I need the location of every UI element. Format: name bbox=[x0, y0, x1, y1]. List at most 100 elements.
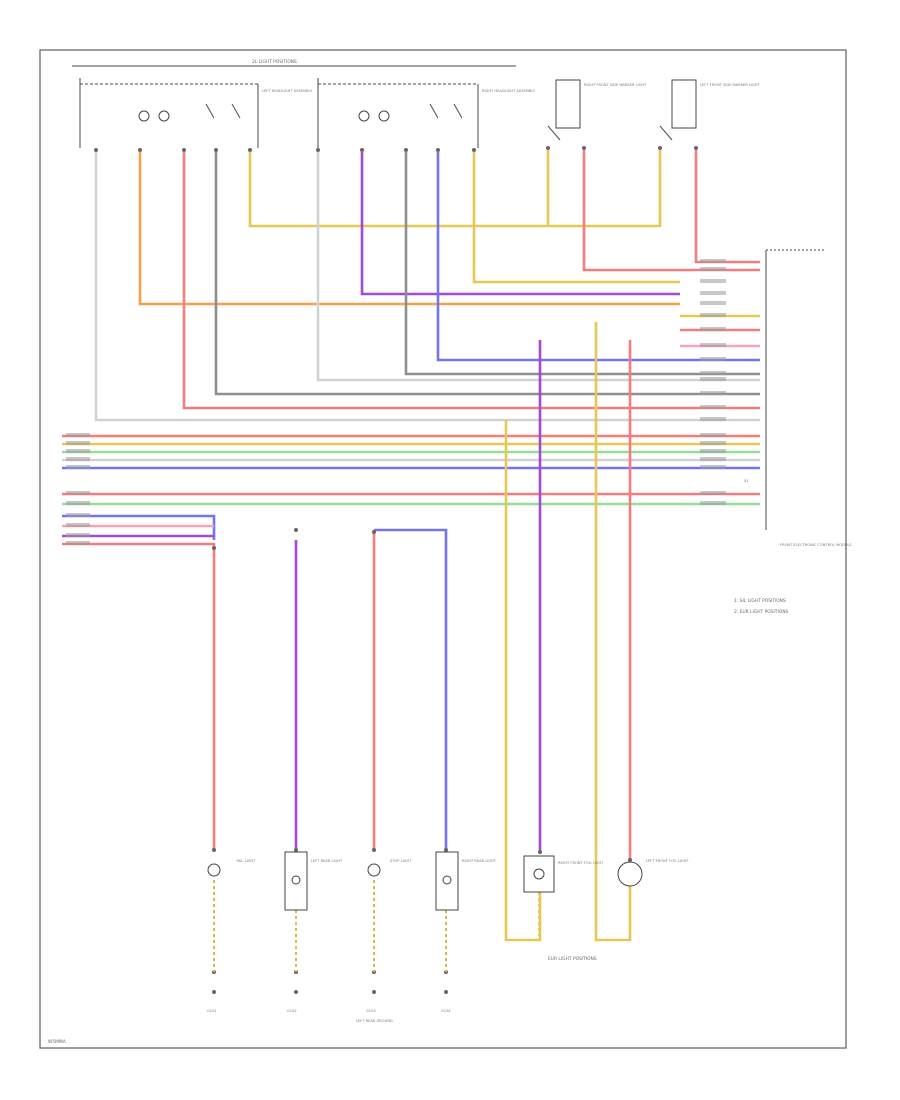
wire-red-2 bbox=[182, 152, 760, 410]
connector-pin bbox=[214, 148, 218, 152]
connector-pin bbox=[138, 148, 142, 152]
wire-tag bbox=[700, 343, 726, 347]
connector-pin bbox=[444, 990, 448, 994]
right-rear-light: RIGHT REAR LIGHT bbox=[435, 851, 497, 911]
wire-orange-1 bbox=[138, 152, 680, 306]
wire-tag bbox=[66, 501, 90, 505]
connector-pin bbox=[212, 990, 216, 994]
wire-lightgray-4 bbox=[94, 152, 760, 422]
wire-tag bbox=[700, 457, 726, 461]
wire-tags bbox=[66, 146, 726, 994]
wire-yellow-5 bbox=[248, 150, 662, 228]
wire-red-12 bbox=[582, 150, 760, 272]
wire-tag bbox=[66, 465, 90, 469]
top-component-label-1: LEFT HEADLIGHT ASSEMBLY bbox=[262, 89, 313, 93]
bottom-component-label-1: TAIL LIGHT bbox=[235, 859, 256, 863]
wire-tag bbox=[700, 259, 726, 263]
connector-pin bbox=[546, 146, 550, 150]
connector-pin bbox=[212, 848, 216, 852]
wire-tag bbox=[700, 391, 726, 395]
connector-pin bbox=[444, 848, 448, 852]
ground-label-3: G103 bbox=[366, 1009, 376, 1013]
connector-pin bbox=[294, 528, 298, 532]
wire-tag bbox=[66, 449, 90, 453]
wire-gray-3 bbox=[214, 152, 760, 396]
connector-pin bbox=[316, 148, 320, 152]
front-electronic-control-module: FRONT ELECTRONIC CONTROL MODULE X1 bbox=[744, 249, 852, 547]
bottom-component-label-4: RIGHT REAR LIGHT bbox=[462, 859, 497, 863]
wire-tag bbox=[66, 433, 90, 437]
wire-tag bbox=[700, 433, 726, 437]
left-front-side-marker: LEFT FRONT SIDE MARKER LIGHT bbox=[659, 79, 760, 141]
module-label: FRONT ELECTRONIC CONTROL MODULE bbox=[780, 543, 852, 547]
tail-light: TAIL LIGHT bbox=[207, 859, 256, 877]
wire-lightgray-7 bbox=[316, 152, 760, 382]
bottom-label: EUR LIGHT POSITIONS bbox=[548, 956, 597, 962]
wire-tag bbox=[700, 465, 726, 469]
bottom-component-label-2: LEFT REAR LIGHT bbox=[311, 859, 343, 863]
wire-tag bbox=[700, 327, 726, 331]
top-component-label-3: RIGHT FRONT SIDE MARKER LIGHT bbox=[584, 83, 647, 87]
right-front-side-marker: RIGHT FRONT SIDE MARKER LIGHT bbox=[547, 79, 647, 141]
connector-pin bbox=[94, 148, 98, 152]
wire-tag bbox=[700, 291, 726, 295]
wire-tag bbox=[700, 501, 726, 505]
ground-note: LEFT REAR GROUND bbox=[356, 1019, 393, 1023]
connector-pin bbox=[436, 148, 440, 152]
wire-red-13 bbox=[694, 150, 760, 264]
wire-tag bbox=[700, 449, 726, 453]
wire-tag bbox=[700, 371, 726, 375]
wire-tag bbox=[700, 301, 726, 305]
bottom-component-label-3: STOP LIGHT bbox=[390, 859, 412, 863]
connector-pin bbox=[404, 148, 408, 152]
ground-points: G101 G102 G103 G104 LEFT REAR GROUND bbox=[207, 1009, 451, 1023]
wire-gray-9 bbox=[404, 152, 760, 376]
wire-tag bbox=[66, 541, 90, 545]
ground-label-2: G102 bbox=[287, 1009, 297, 1013]
left-rear-light: LEFT REAR LIGHT bbox=[284, 851, 343, 911]
connector-pin bbox=[360, 148, 364, 152]
wire-blue-27 bbox=[374, 528, 448, 850]
wire-blue-10 bbox=[436, 152, 760, 362]
header-label: 2L LIGHT POSITIONS bbox=[252, 59, 297, 65]
wire-red-24 bbox=[62, 542, 216, 850]
wire-tag bbox=[700, 405, 726, 409]
connector-pin bbox=[372, 990, 376, 994]
wire-tag bbox=[66, 533, 90, 537]
right-front-fog-light: RIGHT FRONT FOG LIGHT bbox=[523, 855, 604, 893]
connector-pin bbox=[582, 146, 586, 150]
connector-pin bbox=[294, 848, 298, 852]
connector-pin bbox=[658, 146, 662, 150]
wire-tag bbox=[700, 357, 726, 361]
top-component-label-4: LEFT FRONT SIDE MARKER LIGHT bbox=[700, 83, 760, 87]
wire-tag bbox=[700, 267, 726, 271]
legend-item-1: 1: SIL LIGHT POSITIONS bbox=[734, 598, 786, 604]
right-headlight-assembly: RIGHT HEADLIGHT ASSEMBLY bbox=[317, 78, 536, 148]
ground-label-1: G101 bbox=[207, 1009, 217, 1013]
wire-purple-8 bbox=[360, 152, 680, 296]
wire-tag bbox=[700, 491, 726, 495]
ground-label-4: G104 bbox=[441, 1009, 451, 1013]
bottom-component-label-5: RIGHT FRONT FOG LIGHT bbox=[558, 861, 604, 865]
wire-harness bbox=[62, 150, 760, 942]
stop-light: STOP LIGHT bbox=[367, 859, 412, 877]
connector-pin bbox=[248, 148, 252, 152]
connector-pin bbox=[372, 848, 376, 852]
wire-tag bbox=[66, 523, 90, 527]
connector-pin bbox=[538, 850, 542, 854]
footer-code: W5MMA bbox=[48, 1039, 66, 1045]
connector-pin bbox=[294, 990, 298, 994]
wire-yellow-31 bbox=[594, 322, 632, 942]
wire-yellow-11 bbox=[472, 152, 680, 284]
top-component-label-2: RIGHT HEADLIGHT ASSEMBLY bbox=[482, 89, 536, 93]
connector-pin bbox=[694, 146, 698, 150]
wire-tag bbox=[700, 441, 726, 445]
wire-tag bbox=[700, 417, 726, 421]
module-connector-label: X1 bbox=[744, 479, 749, 483]
wire-tag bbox=[66, 441, 90, 445]
left-headlight-assembly: LEFT HEADLIGHT ASSEMBLY bbox=[79, 78, 313, 148]
wire-tag bbox=[66, 513, 90, 517]
left-front-fog-light: LEFT FRONT FOG LIGHT bbox=[617, 859, 689, 887]
